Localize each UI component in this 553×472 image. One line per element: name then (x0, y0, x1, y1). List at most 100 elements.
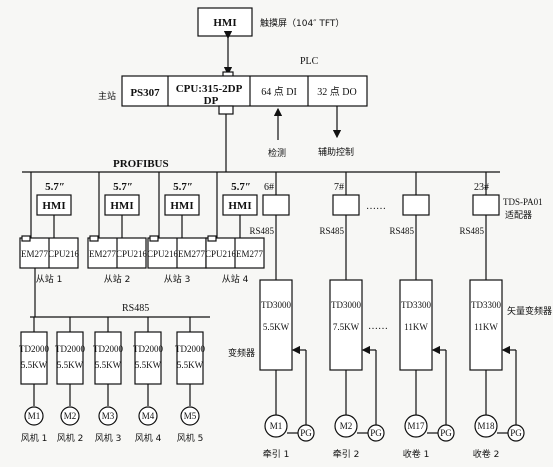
fan-label: 风机 4 (135, 432, 162, 444)
fan-drive-box (176, 331, 204, 385)
slave-screen-size: 5.7″ (45, 181, 65, 193)
drive-motor-label: M1 (270, 421, 283, 431)
fan-drive-model: TD2000 (93, 344, 123, 354)
drive-power: 5.5KW (263, 322, 290, 332)
vector-inverter-label: 矢量变频器 (507, 305, 552, 317)
adapter-label: 适配器 (505, 210, 532, 221)
drive-adapter-box (472, 194, 500, 216)
slave-right-module: CPU216 (116, 249, 148, 259)
drive-label: 收卷 1 (403, 448, 430, 460)
profibus-label: PROFIBUS (113, 158, 169, 170)
cpu-label: CPU:315-2DP (176, 83, 243, 95)
drive-adapter-box (402, 194, 430, 216)
drive-adapter-box (262, 194, 290, 216)
drive-inverter-box (329, 279, 363, 371)
drive-motor (404, 414, 428, 438)
drive-rs485-label: RS485 (389, 226, 414, 236)
fan-motor (98, 406, 118, 426)
fan-drive-model: TD2000 (19, 344, 49, 354)
fan-label: 风机 3 (95, 432, 122, 444)
fan-motor-label: M5 (184, 411, 197, 421)
fan-drive-power: 5.5KW (21, 360, 48, 370)
slave-left-module: CPU216 (205, 249, 237, 259)
slave-screen-size: 5.7″ (173, 181, 193, 193)
drive-motor-label: M2 (340, 421, 353, 431)
slave-station-label: 从站 4 (222, 273, 249, 285)
fan-motor-label: M1 (28, 411, 41, 421)
slave-screen-size: 5.7″ (113, 181, 133, 193)
dp-label: DP (204, 95, 219, 107)
drive-pg-label: PG (300, 428, 312, 438)
fan-drive-model: TD2000 (175, 344, 205, 354)
drive-power: 11KW (404, 322, 428, 332)
slave-hmi-label: HMI (228, 200, 251, 212)
fan-drive-box (94, 331, 122, 385)
fan-inverter-label: 变频器 (228, 347, 255, 359)
slave-right-module: CPU216 (48, 249, 80, 259)
drive-label: 收卷 2 (473, 448, 500, 460)
drive-pg-label: PG (440, 428, 452, 438)
fan-label: 风机 2 (57, 432, 84, 444)
slave-port (21, 235, 31, 242)
fan-motor (60, 406, 80, 426)
slave-hmi-label: HMI (110, 200, 133, 212)
drive-motor (334, 414, 358, 438)
drive-rs485-label: RS485 (459, 226, 484, 236)
slave-left-module: CPU216 (147, 249, 179, 259)
drive-rs485-label: RS485 (249, 226, 274, 236)
drive-pg-label: PG (370, 428, 382, 438)
drive-motor-label: M17 (407, 421, 425, 431)
fan-motor-label: M2 (64, 411, 77, 421)
slave-station-label: 从站 3 (164, 273, 191, 285)
drive-motor (264, 414, 288, 438)
plc-rack (121, 75, 368, 107)
drive-station-number: 7# (334, 182, 344, 193)
slave-station-label: 从站 2 (104, 273, 131, 285)
drive-inverter-box (399, 279, 433, 371)
drive-rs485-label: RS485 (319, 226, 344, 236)
slave-port (89, 235, 99, 242)
slave-port (207, 235, 217, 242)
main-hmi-label: HMI (213, 17, 236, 29)
slave-screen-size: 5.7″ (231, 181, 251, 193)
fan-drive-power: 5.5KW (57, 360, 84, 370)
drive-motor (474, 414, 498, 438)
fan-drive-power: 5.5KW (177, 360, 204, 370)
fan-drive-power: 5.5KW (135, 360, 162, 370)
fan-motor (24, 406, 44, 426)
fan-rs485-label: RS485 (122, 303, 149, 314)
drive-station-number: 6# (264, 182, 274, 193)
do-label: 32 点 DO (317, 86, 356, 98)
fan-drive-box (134, 331, 162, 385)
ps307-label: PS307 (130, 87, 160, 99)
drive-model: TD3300 (471, 300, 501, 310)
drive-inverter-box (469, 279, 503, 371)
fan-label: 风机 5 (177, 432, 204, 444)
fan-motor-label: M3 (102, 411, 115, 421)
fan-drive-box (56, 331, 84, 385)
dots-upper: …… (366, 201, 386, 212)
drive-adapter-box (332, 194, 360, 216)
slave-port (149, 235, 159, 242)
touchscreen-label: 触摸屏（104″ TFT） (260, 17, 344, 29)
slave-right-module: EM277 (236, 249, 264, 259)
fan-drive-model: TD2000 (55, 344, 85, 354)
drive-model: TD3000 (261, 300, 291, 310)
fan-motor (180, 406, 200, 426)
aux-control-label: 辅助控制 (318, 146, 354, 158)
master-station-label: 主站 (98, 90, 116, 102)
drive-power: 11KW (474, 322, 498, 332)
slave-station-label: 从站 1 (36, 273, 63, 285)
drive-station-number: 23# (474, 182, 489, 193)
drive-motor-label: M18 (477, 421, 495, 431)
drive-model: TD3300 (401, 300, 431, 310)
fan-motor-label: M4 (142, 411, 155, 421)
drive-inverter-box (259, 279, 293, 371)
adapter-model-label: TDS-PA01 (503, 197, 543, 207)
di-label: 64 点 DI (261, 86, 297, 98)
slave-hmi-label: HMI (170, 200, 193, 212)
